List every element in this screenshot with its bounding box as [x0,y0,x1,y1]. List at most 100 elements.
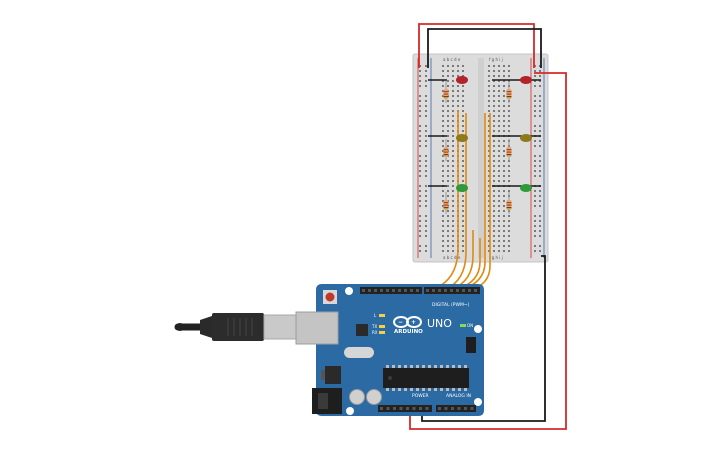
breadboard-hole[interactable] [503,165,505,167]
breadboard-hole[interactable] [462,170,464,172]
breadboard-hole[interactable] [447,190,449,192]
breadboard-hole[interactable] [442,145,444,147]
rail-hole[interactable] [539,115,541,117]
rail-hole[interactable] [539,65,541,67]
breadboard-hole[interactable] [442,150,444,152]
header-socket[interactable] [444,407,448,410]
rail-hole[interactable] [425,215,427,217]
breadboard-hole[interactable] [498,140,500,142]
breadboard-hole[interactable] [498,85,500,87]
rail-hole[interactable] [419,230,421,232]
rail-hole[interactable] [425,100,427,102]
breadboard-hole[interactable] [462,130,464,132]
breadboard-hole[interactable] [488,155,490,157]
breadboard-hole[interactable] [498,245,500,247]
breadboard-hole[interactable] [488,250,490,252]
breadboard-hole[interactable] [447,140,449,142]
breadboard-hole[interactable] [442,130,444,132]
rail-hole[interactable] [425,225,427,227]
rail-hole[interactable] [539,140,541,142]
led-green-left[interactable] [456,184,468,192]
rail-hole[interactable] [534,215,536,217]
resistor[interactable] [506,192,512,214]
breadboard[interactable]: a b c d e f g h i j a b c d e f g h i j [412,53,549,263]
rail-hole[interactable] [425,145,427,147]
rail-hole[interactable] [425,75,427,77]
breadboard-hole[interactable] [498,220,500,222]
rail-hole[interactable] [419,235,421,237]
rail-hole[interactable] [539,230,541,232]
breadboard-hole[interactable] [503,250,505,252]
breadboard-hole[interactable] [493,205,495,207]
rail-hole[interactable] [539,85,541,87]
breadboard-hole[interactable] [498,130,500,132]
usb-b-jack[interactable] [295,311,339,345]
breadboard-hole[interactable] [452,165,454,167]
rail-hole[interactable] [539,145,541,147]
breadboard-hole[interactable] [447,225,449,227]
breadboard-hole[interactable] [503,220,505,222]
breadboard-hole[interactable] [462,180,464,182]
breadboard-hole[interactable] [503,95,505,97]
rail-hole[interactable] [425,195,427,197]
breadboard-hole[interactable] [452,155,454,157]
rail-hole[interactable] [539,195,541,197]
breadboard-hole[interactable] [462,85,464,87]
breadboard-hole[interactable] [498,190,500,192]
breadboard-hole[interactable] [503,120,505,122]
rail-hole[interactable] [539,105,541,107]
resistor[interactable] [443,192,449,214]
header-socket[interactable] [457,407,461,410]
rail-hole[interactable] [425,200,427,202]
breadboard-hole[interactable] [442,170,444,172]
breadboard-hole[interactable] [493,215,495,217]
breadboard-hole[interactable] [462,115,464,117]
breadboard-hole[interactable] [452,140,454,142]
rail-hole[interactable] [425,205,427,207]
rail-hole[interactable] [425,65,427,67]
rail-hole[interactable] [419,175,421,177]
breadboard-hole[interactable] [488,130,490,132]
breadboard-hole[interactable] [508,235,510,237]
breadboard-hole[interactable] [457,100,459,102]
rail-hole[interactable] [534,245,536,247]
breadboard-hole[interactable] [488,125,490,127]
breadboard-hole[interactable] [462,100,464,102]
rail-hole[interactable] [425,245,427,247]
breadboard-hole[interactable] [498,205,500,207]
header-socket[interactable] [386,407,390,410]
breadboard-hole[interactable] [488,230,490,232]
breadboard-hole[interactable] [457,95,459,97]
rail-hole[interactable] [534,250,536,252]
breadboard-hole[interactable] [442,180,444,182]
rail-hole[interactable] [539,70,541,72]
rail-hole[interactable] [425,160,427,162]
breadboard-hole[interactable] [493,230,495,232]
breadboard-hole[interactable] [447,160,449,162]
breadboard-hole[interactable] [508,230,510,232]
breadboard-hole[interactable] [498,125,500,127]
header-socket[interactable] [419,407,422,410]
breadboard-hole[interactable] [447,125,449,127]
breadboard-hole[interactable] [503,200,505,202]
rail-hole[interactable] [419,215,421,217]
rail-hole[interactable] [419,115,421,117]
rail-hole[interactable] [425,80,427,82]
breadboard-hole[interactable] [503,155,505,157]
breadboard-hole[interactable] [498,80,500,82]
breadboard-hole[interactable] [498,230,500,232]
rail-hole[interactable] [534,170,536,172]
rail-hole[interactable] [419,160,421,162]
rail-hole[interactable] [419,165,421,167]
rail-hole[interactable] [539,175,541,177]
breadboard-hole[interactable] [442,160,444,162]
breadboard-hole[interactable] [503,195,505,197]
breadboard-hole[interactable] [452,160,454,162]
breadboard-hole[interactable] [488,140,490,142]
breadboard-hole[interactable] [462,70,464,72]
rail-hole[interactable] [419,190,421,192]
breadboard-hole[interactable] [462,200,464,202]
rail-hole[interactable] [419,200,421,202]
breadboard-hole[interactable] [442,225,444,227]
reset-button[interactable] [325,292,335,302]
